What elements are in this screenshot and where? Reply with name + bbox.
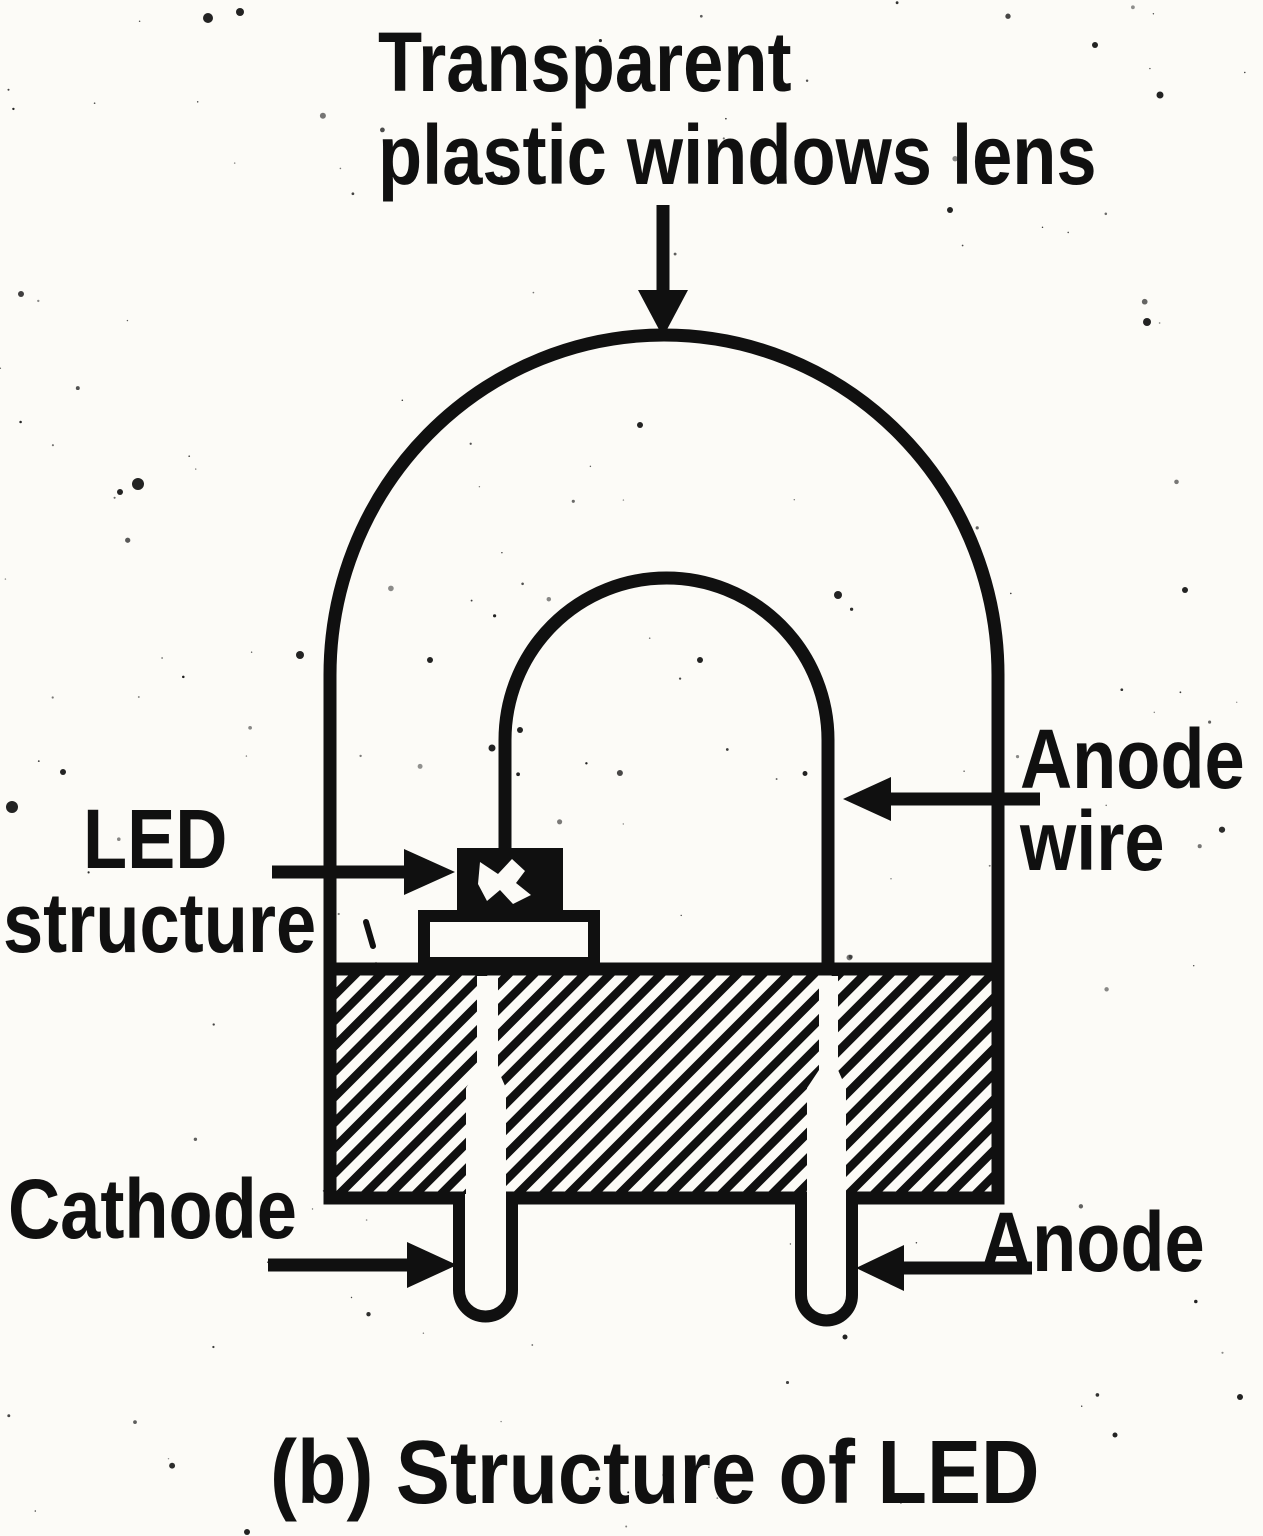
led-structure-label-line1: LED	[83, 792, 228, 886]
cathode-lead-channel	[466, 976, 506, 1206]
anode-lead-pin	[795, 1194, 858, 1327]
cathode-label: Cathode	[8, 1162, 297, 1256]
led-chip-highlight	[478, 859, 531, 904]
cathode-lead-pin	[453, 1194, 518, 1323]
cathode-arrow	[268, 1242, 457, 1288]
lens-arrow	[638, 205, 688, 337]
anode-wire-arrow	[843, 777, 1040, 821]
scan-tick-mark	[363, 919, 376, 949]
epoxy-base-hatched	[323, 962, 1005, 1205]
lens-label-line2: plastic windows lens	[378, 108, 1097, 202]
chip-pedestal	[418, 910, 600, 969]
anode-wire-loop	[498, 571, 835, 969]
led-structure-arrow	[272, 849, 455, 895]
anode-wire-label-line2: wire	[1020, 794, 1165, 888]
anode-lead-channel	[807, 976, 846, 1206]
figure-caption: (b) Structure of LED	[270, 1423, 1040, 1523]
lens-label-line1: Transparent	[378, 15, 792, 109]
anode-label: Anode	[980, 1195, 1205, 1289]
lens-label: Transparent plastic windows lens	[378, 16, 1097, 202]
anode-arrow	[856, 1245, 1032, 1291]
anode-wire-label: Anode wire	[1020, 712, 1245, 888]
led-structure-label-line2: structure	[3, 876, 317, 970]
anode-wire-label-line1: Anode	[1020, 712, 1245, 806]
